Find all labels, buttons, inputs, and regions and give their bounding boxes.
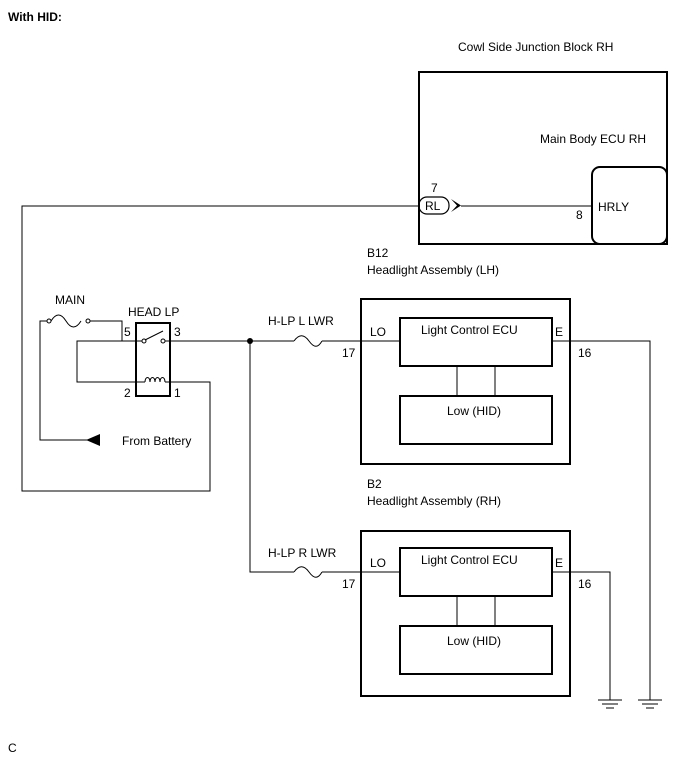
rh-fuse-label: H-LP R LWR xyxy=(268,546,337,560)
lh-light-control-ecu xyxy=(399,317,553,367)
cowl-junction-block xyxy=(418,71,668,245)
rh-ecu-label: Light Control ECU xyxy=(421,553,518,567)
lh-e-label: E xyxy=(555,325,563,339)
rh-pin-lo: 17 xyxy=(342,577,356,591)
hrly-label: HRLY xyxy=(598,200,629,214)
main-body-ecu-label: Main Body ECU RH xyxy=(540,132,646,146)
wire-splice-to-rh-fuse xyxy=(249,341,294,573)
lh-fuse-icon xyxy=(293,335,323,347)
ground-icon xyxy=(638,699,662,709)
wire-battery-to-fuse xyxy=(39,320,100,441)
rh-code: B2 xyxy=(367,477,382,491)
cowl-block-title: Cowl Side Junction Block RH xyxy=(458,40,613,54)
lh-fuse-label: H-LP L LWR xyxy=(268,314,334,328)
wire-pin5-to-pin2 xyxy=(76,340,136,383)
main-fuse-terminal-right xyxy=(85,318,91,324)
rh-title: Headlight Assembly (RH) xyxy=(367,494,501,508)
battery-arrow-icon xyxy=(86,434,100,446)
main-fuse-label: MAIN xyxy=(55,293,85,307)
lh-low-hid xyxy=(399,395,553,445)
relay-pin1: 1 xyxy=(174,386,181,400)
rl-label: RL xyxy=(425,199,441,213)
relay-label: HEAD LP xyxy=(128,305,179,319)
lh-title: Headlight Assembly (LH) xyxy=(367,263,499,277)
relay-switch-blade xyxy=(144,330,164,341)
wire-rh-ground xyxy=(552,571,611,700)
relay-pin5: 5 xyxy=(124,325,131,339)
wire-lh-ground xyxy=(552,340,651,700)
lh-headlight-assembly xyxy=(360,298,571,465)
rh-pin-e: 16 xyxy=(578,577,592,591)
lh-lo-label: LO xyxy=(370,325,386,339)
lh-low-label: Low (HID) xyxy=(447,404,501,418)
relay-pin3: 3 xyxy=(174,325,181,339)
main-fuse-terminal-left xyxy=(46,318,52,324)
rh-e-label: E xyxy=(555,556,563,570)
lh-ecu-label: Light Control ECU xyxy=(421,323,518,337)
from-battery-label: From Battery xyxy=(122,434,191,448)
lh-pin-e: 16 xyxy=(578,346,592,360)
relay-contact-point-left xyxy=(141,338,147,344)
relay-coil-icon xyxy=(144,377,166,383)
rh-headlight-assembly xyxy=(360,530,571,697)
main-fuse-icon xyxy=(50,314,82,328)
head-lp-relay xyxy=(135,322,171,397)
rh-low-hid xyxy=(399,625,553,675)
pin-hrly: 8 xyxy=(576,208,583,222)
relay-pin2: 2 xyxy=(124,386,131,400)
rh-fuse-icon xyxy=(293,566,323,578)
diagram-heading: With HID: xyxy=(8,10,62,24)
rh-low-label: Low (HID) xyxy=(447,634,501,648)
ground-icon xyxy=(598,699,622,709)
pin-rl: 7 xyxy=(431,181,438,195)
lh-pin-lo: 17 xyxy=(342,346,356,360)
wire-rl-to-relay-coil xyxy=(21,205,419,492)
relay-contact-point-right xyxy=(160,338,166,344)
footer-code: C xyxy=(8,741,17,755)
rl-chevron-icon xyxy=(451,199,461,212)
lh-code: B12 xyxy=(367,246,389,260)
rh-lo-label: LO xyxy=(370,556,386,570)
